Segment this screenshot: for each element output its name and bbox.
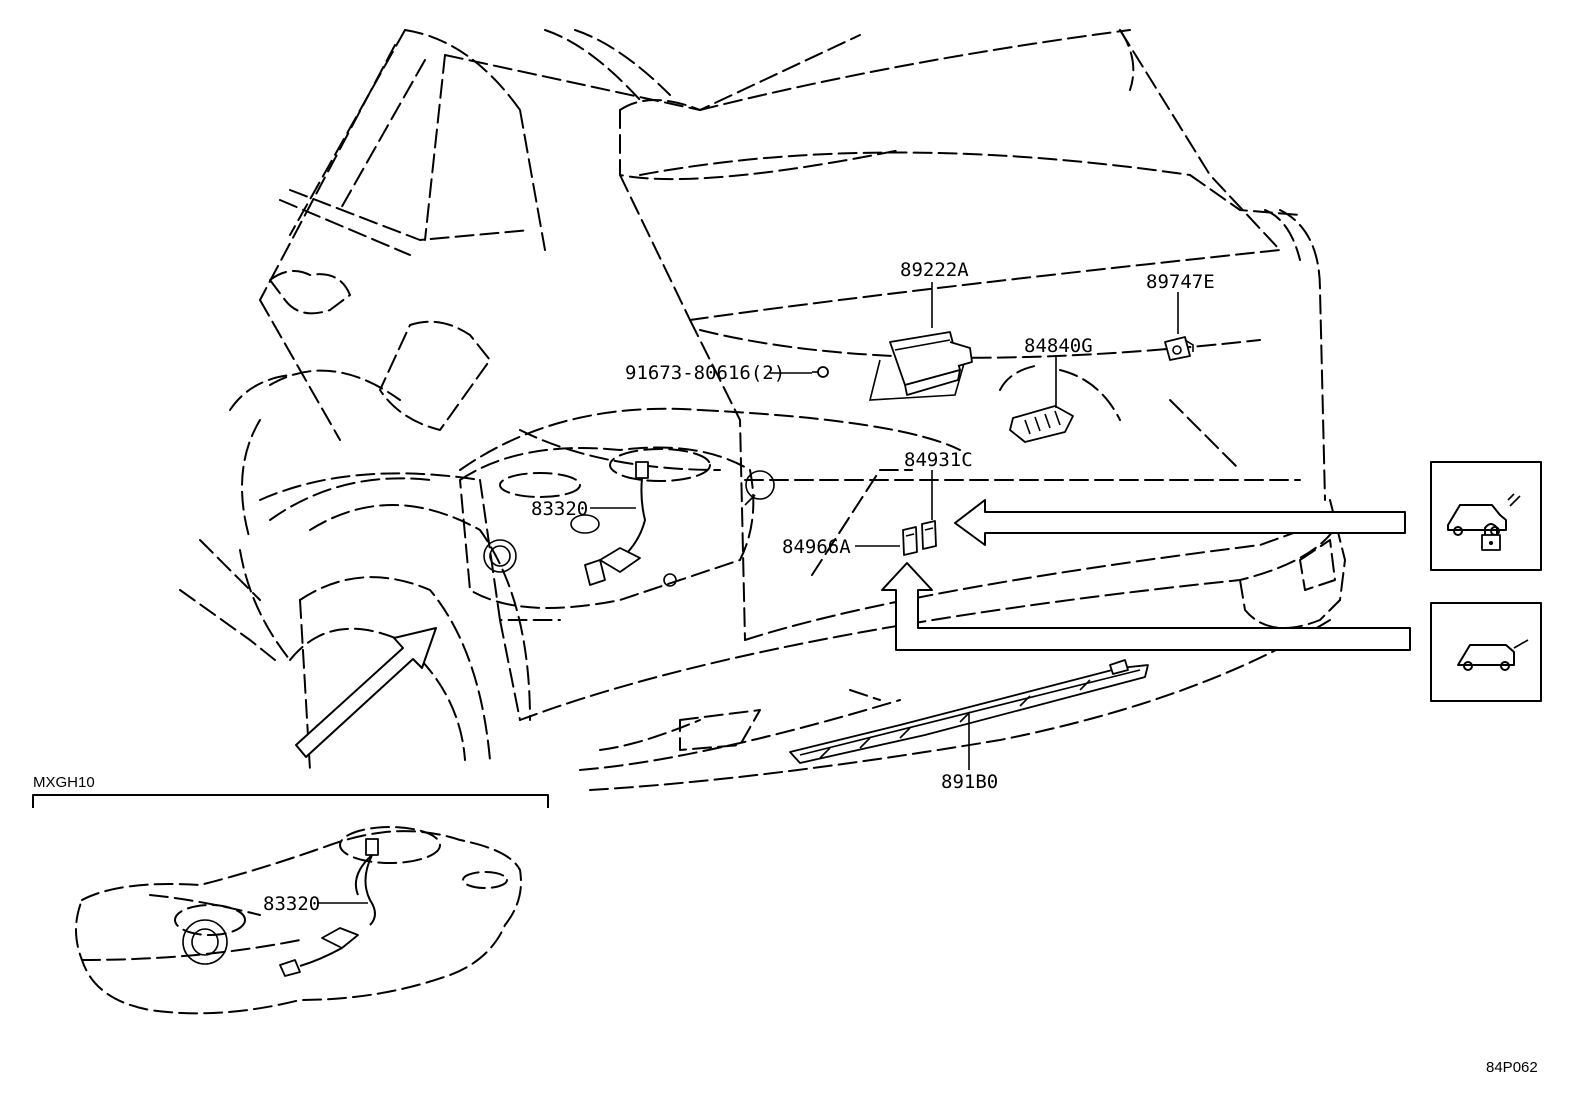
part-89222A (868, 331, 973, 401)
callout-89747E: 89747E (1146, 271, 1215, 293)
inset-bracket (32, 794, 549, 808)
view-arrows (295, 499, 1411, 758)
vehicle-body-outline (179, 29, 1346, 791)
callout-83320-main: 83320 (531, 498, 588, 520)
main-fuel-tank (459, 446, 775, 609)
inset-label: MXGH10 (33, 774, 95, 791)
callout-84966A: 84966A (782, 536, 851, 558)
vehicle-back-door-icon (1430, 602, 1542, 702)
part-91673-bolt (812, 366, 829, 378)
vehicle-smart-lock-icon (1430, 461, 1542, 571)
inset-fuel-tank (75, 826, 522, 1015)
part-84840G (999, 364, 1121, 443)
part-84931C (921, 520, 937, 550)
callout-91673-80616: 91673-80616(2) (625, 362, 785, 384)
part-84966A (902, 526, 918, 556)
diagram-code: 84P062 (1486, 1059, 1538, 1076)
callout-84840G: 84840G (1024, 335, 1093, 357)
callout-84931C: 84931C (904, 449, 973, 471)
callout-89222A: 89222A (900, 259, 969, 281)
leader-lines (590, 282, 1179, 770)
callout-83320-inset: 83320 (263, 893, 320, 915)
callout-891B0: 891B0 (941, 771, 998, 793)
part-89747E (1164, 336, 1194, 361)
